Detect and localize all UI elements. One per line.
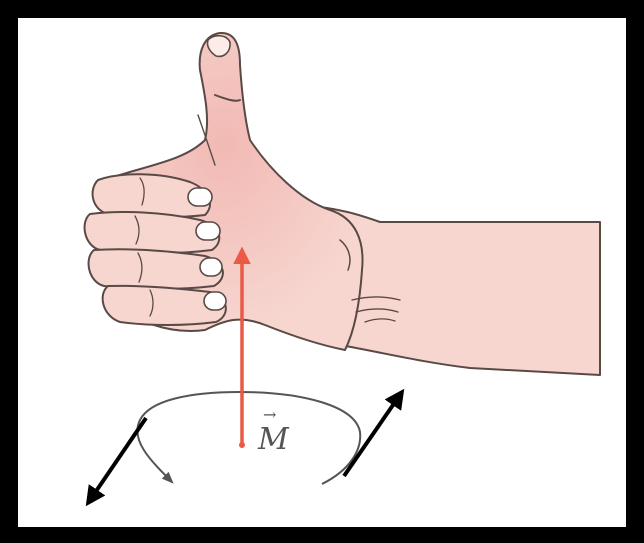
nail-little <box>204 292 226 310</box>
nail-index <box>188 188 212 206</box>
nail-ring <box>200 258 222 276</box>
moment-accent-arrow: → <box>263 405 276 424</box>
nail-middle <box>196 222 220 240</box>
moment-symbol: M <box>257 422 290 457</box>
